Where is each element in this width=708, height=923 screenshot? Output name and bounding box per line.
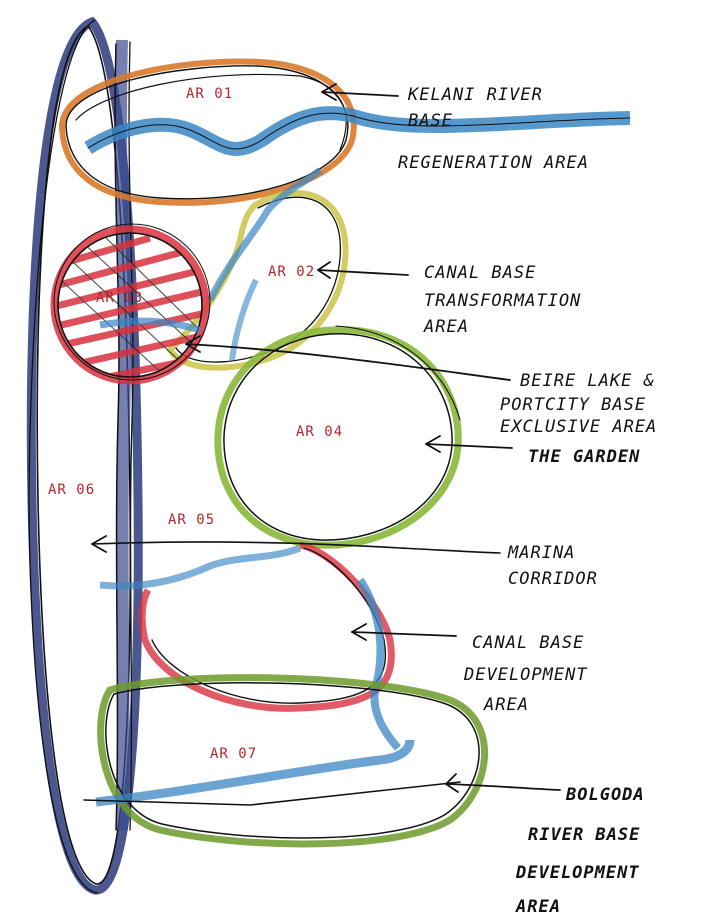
bolgoda-label-2: RIVER BASE [528, 825, 640, 845]
canal-dev-label-3: AREA [483, 695, 529, 715]
ar01-id: AR 01 [186, 86, 233, 102]
ar02-id: AR 02 [268, 264, 315, 280]
marina-label-2: CORRIDOR [508, 569, 598, 589]
ar03-id: AR 03 [96, 290, 143, 306]
kelani-label-2: BASE [408, 111, 453, 131]
kelani-label-1: KELANI RIVER [407, 85, 543, 105]
beire-label-1: BEIRE LAKE & [520, 371, 655, 391]
ar07-id: AR 07 [210, 746, 257, 762]
bolgoda-label-1: BOLGODA [565, 785, 645, 805]
garden-label: THE GARDEN [528, 447, 640, 467]
bolgoda-label-4: AREA [515, 897, 561, 917]
beire-label-2: PORTCITY BASE [500, 395, 646, 415]
area-ar01 [62, 62, 630, 203]
kelani-label-3: REGENERATION AREA [398, 153, 589, 173]
canal-transform-label-3: AREA [423, 317, 469, 337]
bolgoda-label-3: DEVELOPMENT [515, 863, 640, 883]
beire-label-3: EXCLUSIVE AREA [500, 417, 657, 437]
marina-label-1: MARINA [507, 543, 575, 563]
canal-dev-label-1: CANAL BASE [472, 633, 584, 653]
kelani-river [88, 113, 630, 149]
canal-dev-label-2: DEVELOPMENT [463, 665, 588, 685]
ar04-id: AR 04 [296, 424, 343, 440]
outer-navy-loop [29, 20, 138, 893]
area-ar06 [100, 545, 398, 748]
ar05-id: AR 05 [168, 512, 215, 528]
canal-transform-label-2: TRANSFORMATION [424, 291, 581, 311]
ar06-id: AR 06 [48, 482, 95, 498]
canal-transform-label-1: CANAL BASE [424, 263, 536, 283]
